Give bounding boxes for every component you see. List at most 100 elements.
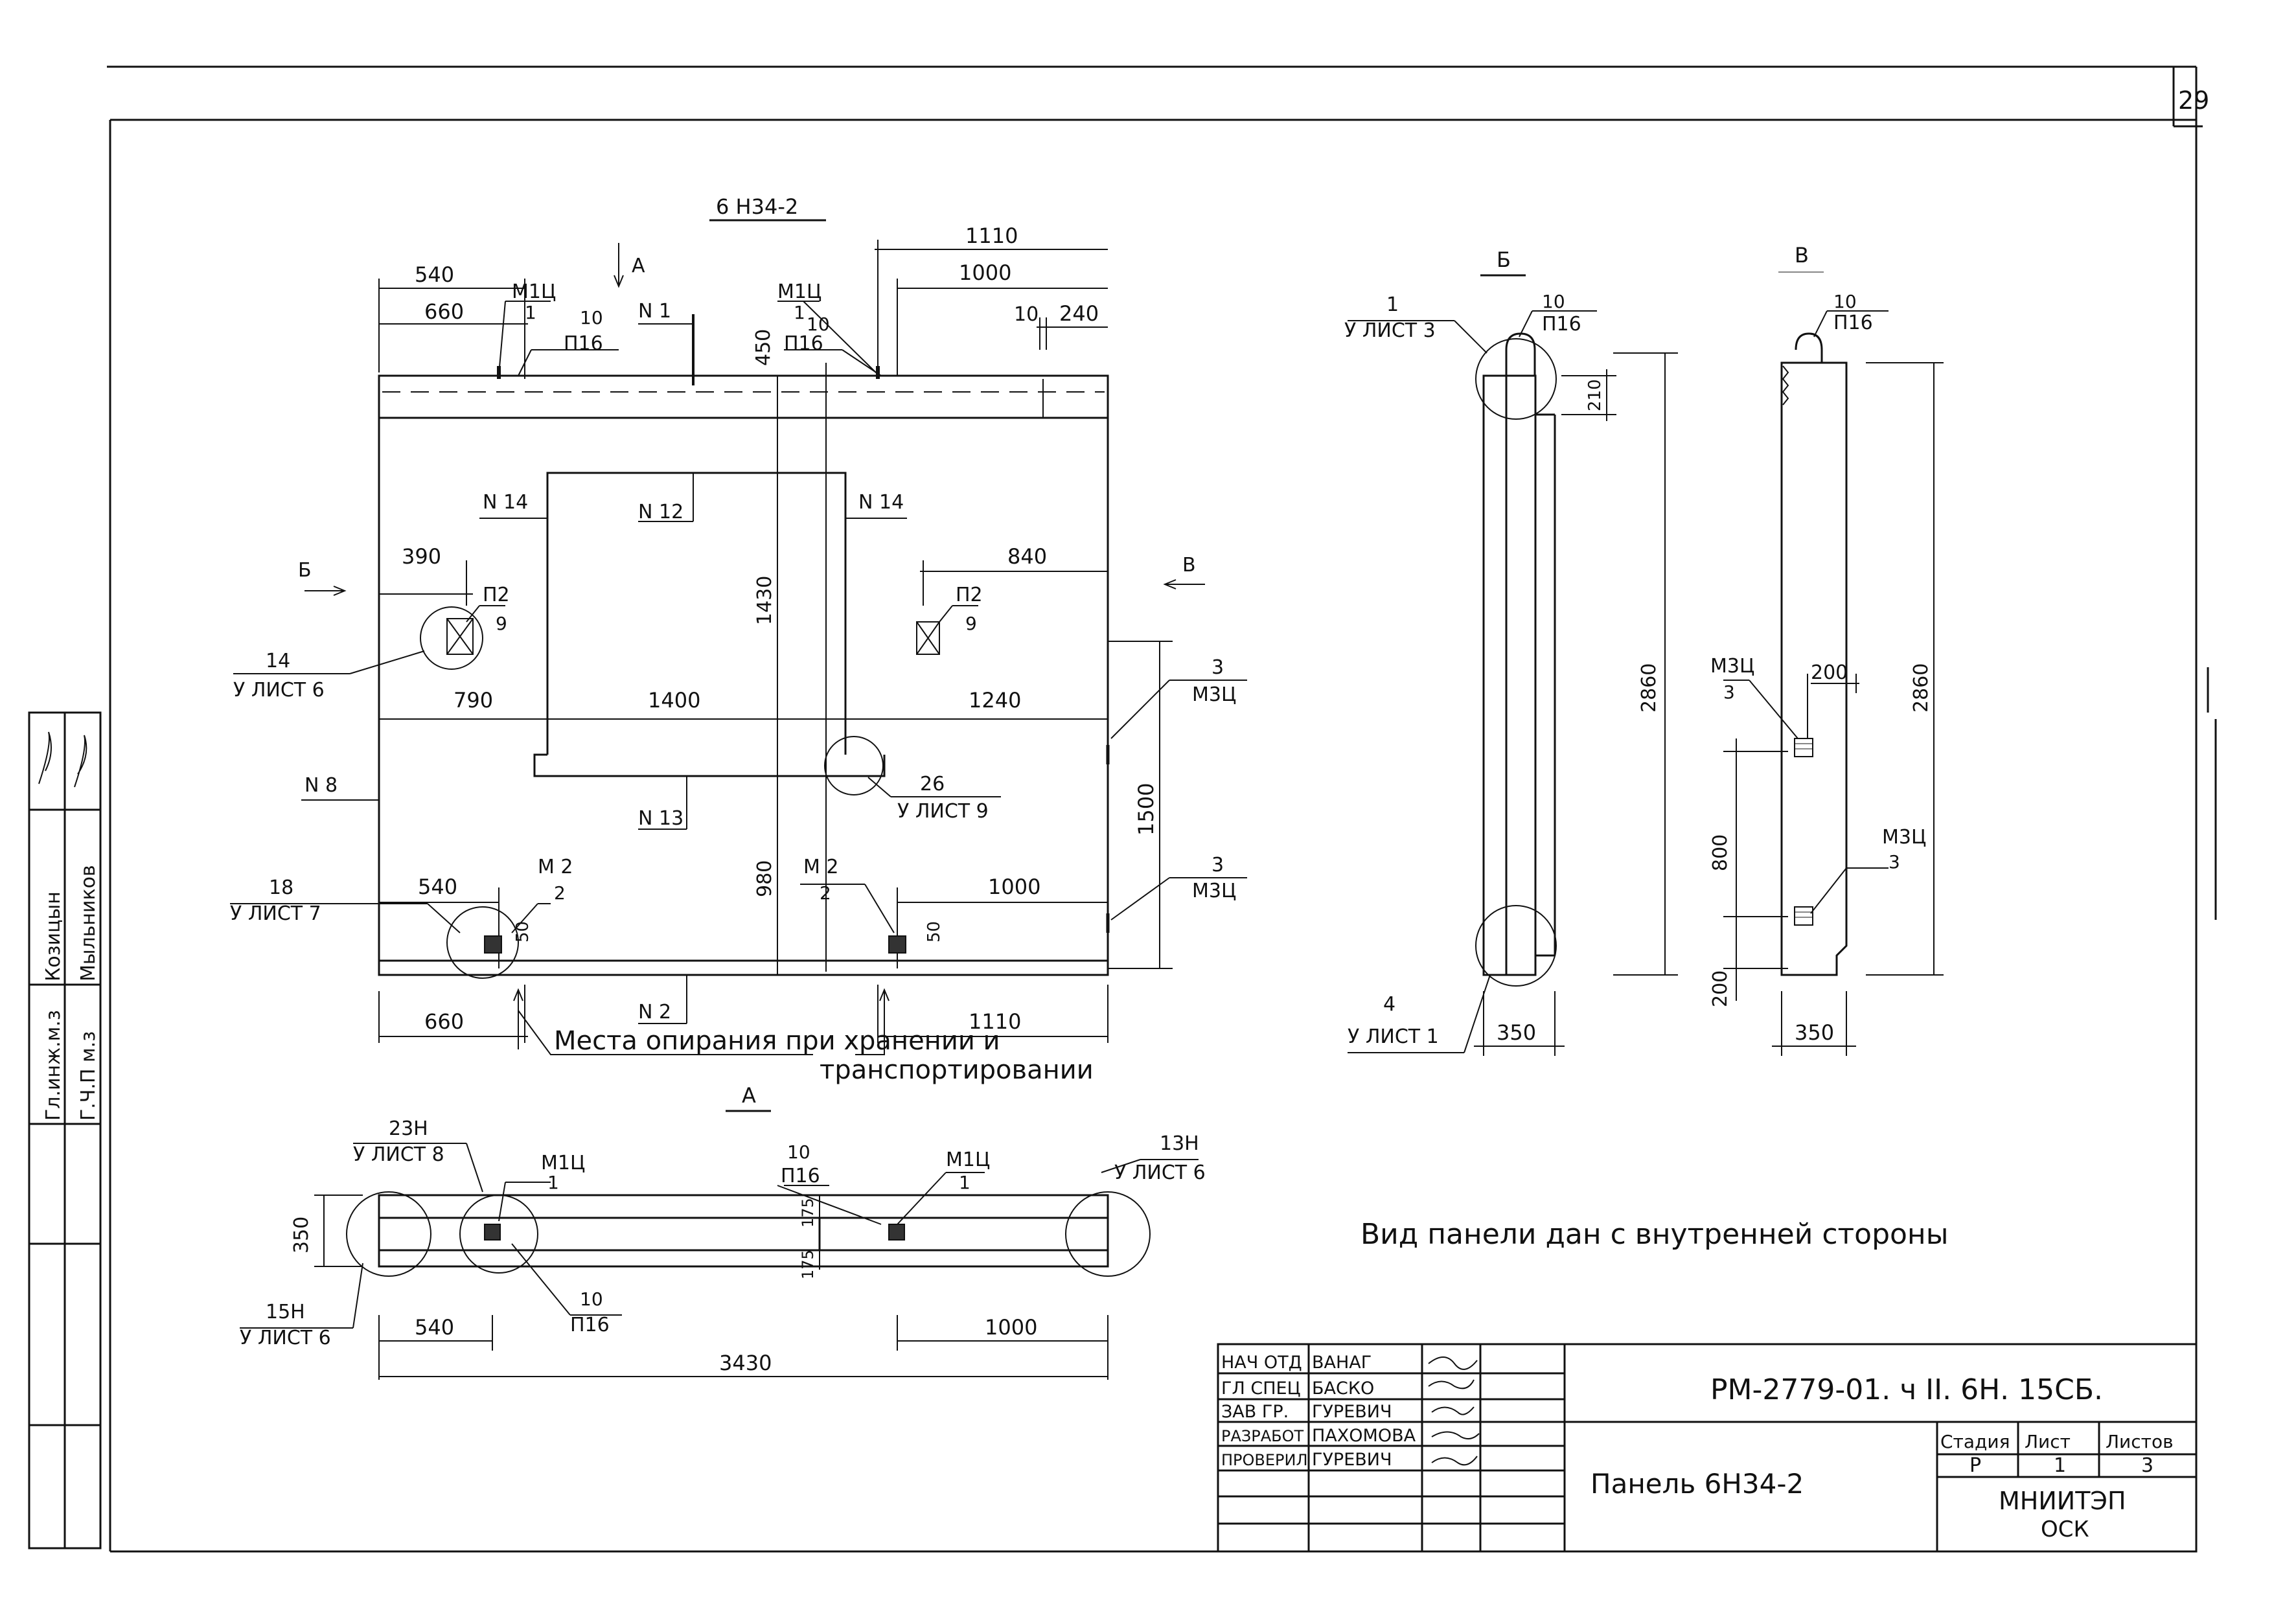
callout-p2-left-bottom: 9: [496, 613, 507, 634]
section-b-ref1-bottom: У ЛИСТ 3: [1344, 319, 1436, 342]
sheet-number: 29: [2178, 86, 2209, 115]
title-role-3: ЗАВ ГР.: [1221, 1402, 1289, 1422]
dim-660-bottom: 660: [424, 1009, 464, 1034]
title-stage-value: Р: [1969, 1454, 1981, 1477]
title-role-5: ПРОВЕРИЛ: [1221, 1451, 1308, 1469]
callout-m3c-bottom-number: 3: [1211, 854, 1224, 876]
support-note-line-2: транспортировании: [820, 1055, 1094, 1085]
node-n2: N 2: [638, 1001, 671, 1024]
title-block: [1217, 1343, 2198, 1553]
title-name-3: ГУРЕВИЧ: [1312, 1402, 1392, 1422]
callout-m1c-left-top: М1Ц: [512, 280, 556, 303]
callout-ref18-bottom: У ЛИСТ 7: [230, 902, 321, 925]
callout-p16-left-top: 10: [580, 307, 603, 328]
main-view: 6 Н34-2 540 660: [230, 194, 1247, 1085]
callout-m1c-right-bottom: 1: [794, 302, 805, 323]
dim-540-top: 540: [415, 262, 454, 287]
section-b-ref1-top: 1: [1386, 293, 1399, 316]
callout-p2-right-top: П2: [956, 584, 983, 606]
section-a: А 23Н У ЛИСТ: [240, 1083, 1206, 1380]
callout-ref23-bottom: У ЛИСТ 8: [353, 1143, 444, 1166]
section-v-dim-800: 800: [1709, 834, 1732, 871]
callout-p2-right-bottom: 9: [965, 613, 977, 634]
arrow-v-label: В: [1182, 554, 1196, 577]
title-name-1: ВАНАГ: [1312, 1353, 1372, 1373]
title-name-2: БАСКО: [1312, 1378, 1374, 1399]
callout-ref15-top: 15Н: [266, 1301, 305, 1323]
dim-1500: 1500: [1134, 783, 1158, 836]
dim-10-top: 10: [1014, 303, 1039, 326]
section-b-ref4-bottom: У ЛИСТ 1: [1348, 1025, 1439, 1048]
dim-1400: 1400: [648, 688, 700, 713]
title-org-1: МНИИТЭП: [1999, 1487, 2126, 1515]
node-n14-left: N 14: [483, 491, 528, 514]
callout-m2-left-top: М 2: [538, 856, 573, 878]
callout-ref14-bottom: У ЛИСТ 6: [233, 679, 325, 702]
callout-p16-right-top: 10: [807, 314, 830, 335]
support-note-line-1: Места опирания при хранении и: [554, 1026, 1000, 1056]
node-n14-right: N 14: [858, 491, 904, 514]
callout-ref26-bottom: У ЛИСТ 9: [897, 800, 989, 823]
callout-ref26-top: 26: [920, 773, 945, 795]
section-a-dim-1000: 1000: [985, 1315, 1037, 1340]
callout-m3c-bottom-label: М3Ц: [1192, 880, 1236, 902]
section-v-dim-2860: 2860: [1910, 663, 1933, 713]
dim-660-top: 660: [424, 299, 464, 324]
callout-m3c-top-number: 3: [1211, 656, 1224, 679]
callout-m1c-left-bottom: 1: [525, 302, 536, 323]
dim-980: 980: [753, 860, 776, 897]
section-b-dim-350: 350: [1497, 1020, 1536, 1045]
callout-ref15-bottom: У ЛИСТ 6: [240, 1327, 331, 1349]
title-name-4: ПАХОМОВА: [1312, 1426, 1416, 1446]
node-n1: N 1: [638, 300, 671, 323]
callout-m2-right-top: М 2: [803, 856, 839, 878]
title-sheets-header: Листов: [2106, 1431, 2174, 1452]
callout-section-a-m1c-right-top: М1Ц: [946, 1149, 990, 1171]
section-b-dim-2860: 2860: [1638, 663, 1660, 713]
title-panel-name: Панель 6Н34-2: [1590, 1468, 1804, 1500]
panel-outline: [378, 374, 1109, 976]
dim-1000-bottom: 1000: [988, 875, 1040, 899]
title-name-5: ГУРЕВИЧ: [1312, 1450, 1392, 1470]
section-v-title: В: [1795, 243, 1809, 268]
section-a-dim-175-bottom: 175: [799, 1250, 817, 1279]
main-view-title: 6 Н34-2: [716, 194, 798, 219]
callout-section-a-p16-bottom-label: П16: [570, 1314, 610, 1336]
title-sheet-header: Лист: [2025, 1431, 2071, 1452]
side-stamp-role-1: Гл.инж.м.з: [42, 1010, 65, 1121]
section-b-dim-210: 210: [1585, 379, 1605, 411]
callout-p16-right-bottom: П16: [784, 332, 823, 355]
section-a-dim-350: 350: [290, 1217, 313, 1253]
section-b-p16-label: П16: [1542, 313, 1581, 336]
dim-1430: 1430: [753, 576, 776, 625]
section-v-m3c-bottom-number: 3: [1889, 851, 1900, 873]
callout-ref13-bottom: У ЛИСТ 6: [1114, 1161, 1206, 1184]
side-stamp: [28, 711, 102, 1550]
callout-m3c-top-label: М3Ц: [1192, 683, 1236, 706]
callout-section-a-m1c-right-bottom: 1: [959, 1172, 970, 1193]
callout-section-a-m1c-left-top: М1Ц: [541, 1152, 585, 1174]
dim-540-bottom: 540: [418, 875, 457, 899]
section-v-dim-200-bottom: 200: [1709, 970, 1732, 1007]
dim-450: 450: [752, 329, 775, 366]
dim-1000-top: 1000: [959, 260, 1011, 285]
side-stamp-name-2: Мыльников: [77, 865, 100, 981]
side-stamp-name-1: Козицын: [42, 891, 65, 981]
callout-m2-right-bottom: 2: [820, 882, 831, 904]
title-sheet-value: 1: [2054, 1454, 2066, 1477]
title-role-1: НАЧ ОТД: [1221, 1353, 1302, 1373]
dim-50-right: 50: [924, 921, 944, 943]
callout-p2-left-top: П2: [483, 584, 510, 606]
callout-section-a-p16-top-number: 10: [787, 1141, 810, 1163]
callout-section-a-m1c-left-bottom: 1: [547, 1172, 559, 1193]
section-b-p16-number: 10: [1542, 291, 1565, 312]
dim-790: 790: [454, 688, 493, 713]
title-sheets-value: 3: [2141, 1454, 2153, 1477]
node-n13: N 13: [638, 807, 683, 830]
callout-section-a-p16-bottom-number: 10: [580, 1288, 603, 1310]
section-v-m3c-bottom-label: М3Ц: [1882, 826, 1926, 849]
title-role-2: ГЛ СПЕЦ: [1221, 1378, 1301, 1399]
section-a-dim-3430: 3430: [719, 1351, 772, 1375]
callout-ref14-top: 14: [266, 650, 290, 672]
